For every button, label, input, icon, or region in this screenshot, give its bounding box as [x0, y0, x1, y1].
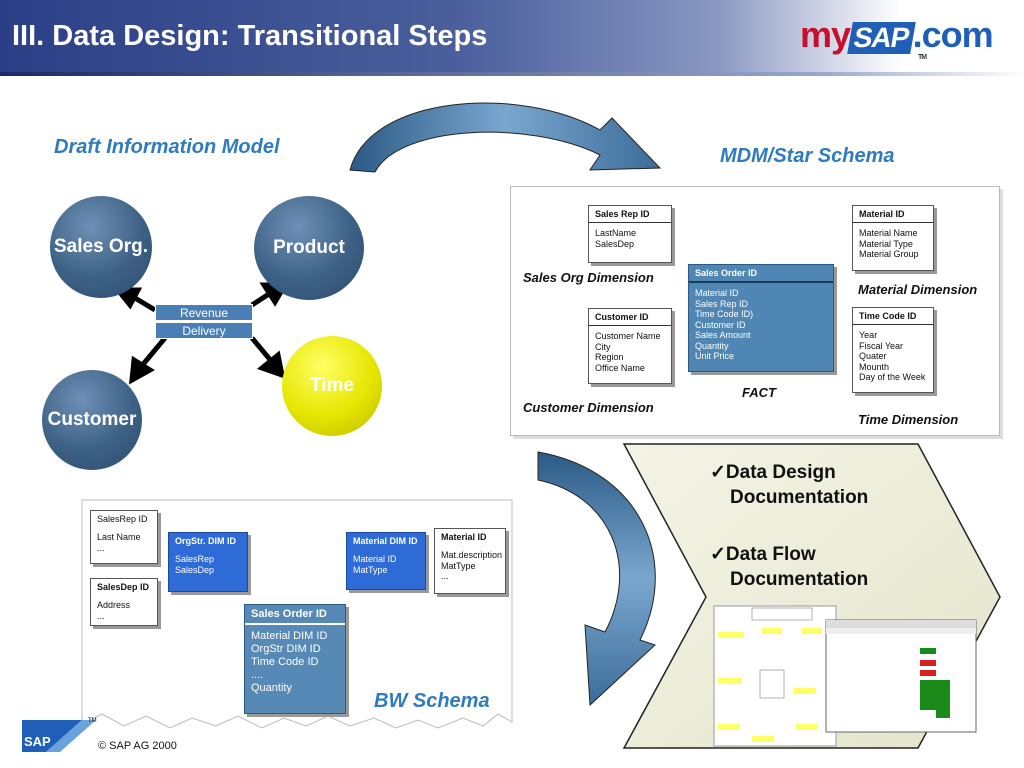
- time-dimension-label: Time Dimension: [858, 412, 959, 427]
- bw-salesdep-table: SalesDep ID Address ...: [90, 578, 158, 626]
- bw-schema-label: BW Schema: [374, 690, 490, 712]
- time-code-table: Time Code ID Year Fiscal Year Quater Mou…: [852, 307, 934, 393]
- material-table: Material ID Material Name Material Type …: [852, 205, 934, 271]
- mysap-logo: mySAP.com TM: [800, 14, 994, 61]
- material-dimension-label: Material Dimension: [858, 282, 978, 297]
- bw-salesrep-table: SalesRep ID Last Name ...: [90, 510, 158, 564]
- header-rule: [0, 72, 1024, 76]
- draft-arrows: [112, 282, 290, 385]
- sap-footer-text: SAP: [24, 734, 51, 749]
- bw-material-table: Material ID Mat.description MatType ...: [434, 528, 506, 594]
- documentation-thumbnails: [713, 605, 977, 747]
- arrow-draft-to-star: [349, 102, 662, 173]
- bw-orgstr-dim-table: OrgStr. DIM ID SalesRep SalesDep: [168, 532, 248, 592]
- copyright-text: © SAP AG 2000: [98, 740, 177, 752]
- sap-footer-logo: [22, 720, 96, 752]
- revenue-box: Revenue: [155, 304, 253, 321]
- page-title: III. Data Design: Transitional Steps: [12, 20, 488, 52]
- delivery-box: Delivery: [155, 322, 253, 339]
- sales-org-node: Sales Org.: [50, 196, 152, 298]
- arrow-star-to-bw: [537, 451, 656, 707]
- doc-item-data-design: ✓Data Design Documentation: [710, 462, 869, 508]
- product-node: Product: [254, 196, 364, 300]
- fact-table: Sales Order ID Material ID Sales Rep ID …: [688, 264, 834, 372]
- customer-node: Customer: [42, 370, 142, 470]
- doc-item-data-flow: ✓Data Flow Documentation: [710, 544, 869, 590]
- sales-org-dimension-label: Sales Org Dimension: [523, 270, 654, 285]
- sales-rep-fields: LastName SalesDep: [595, 228, 637, 249]
- customer-dimension-label: Customer Dimension: [523, 400, 654, 415]
- customer-table: Customer ID Customer Name City Region Of…: [588, 308, 672, 384]
- bw-sales-order-table: Sales Order ID Material DIM ID OrgStr DI…: [244, 604, 346, 714]
- sap-footer-tm: TM: [88, 718, 97, 724]
- fact-label: FACT: [742, 385, 776, 400]
- mdm-schema-label: MDM/Star Schema: [720, 145, 895, 167]
- bw-material-dim-table: Material DIM ID Material ID MatType: [346, 532, 426, 590]
- draft-model-label: Draft Information Model: [54, 136, 280, 158]
- time-node: Time: [282, 336, 382, 436]
- sales-rep-table: Sales Rep ID LastName SalesDep: [588, 205, 672, 263]
